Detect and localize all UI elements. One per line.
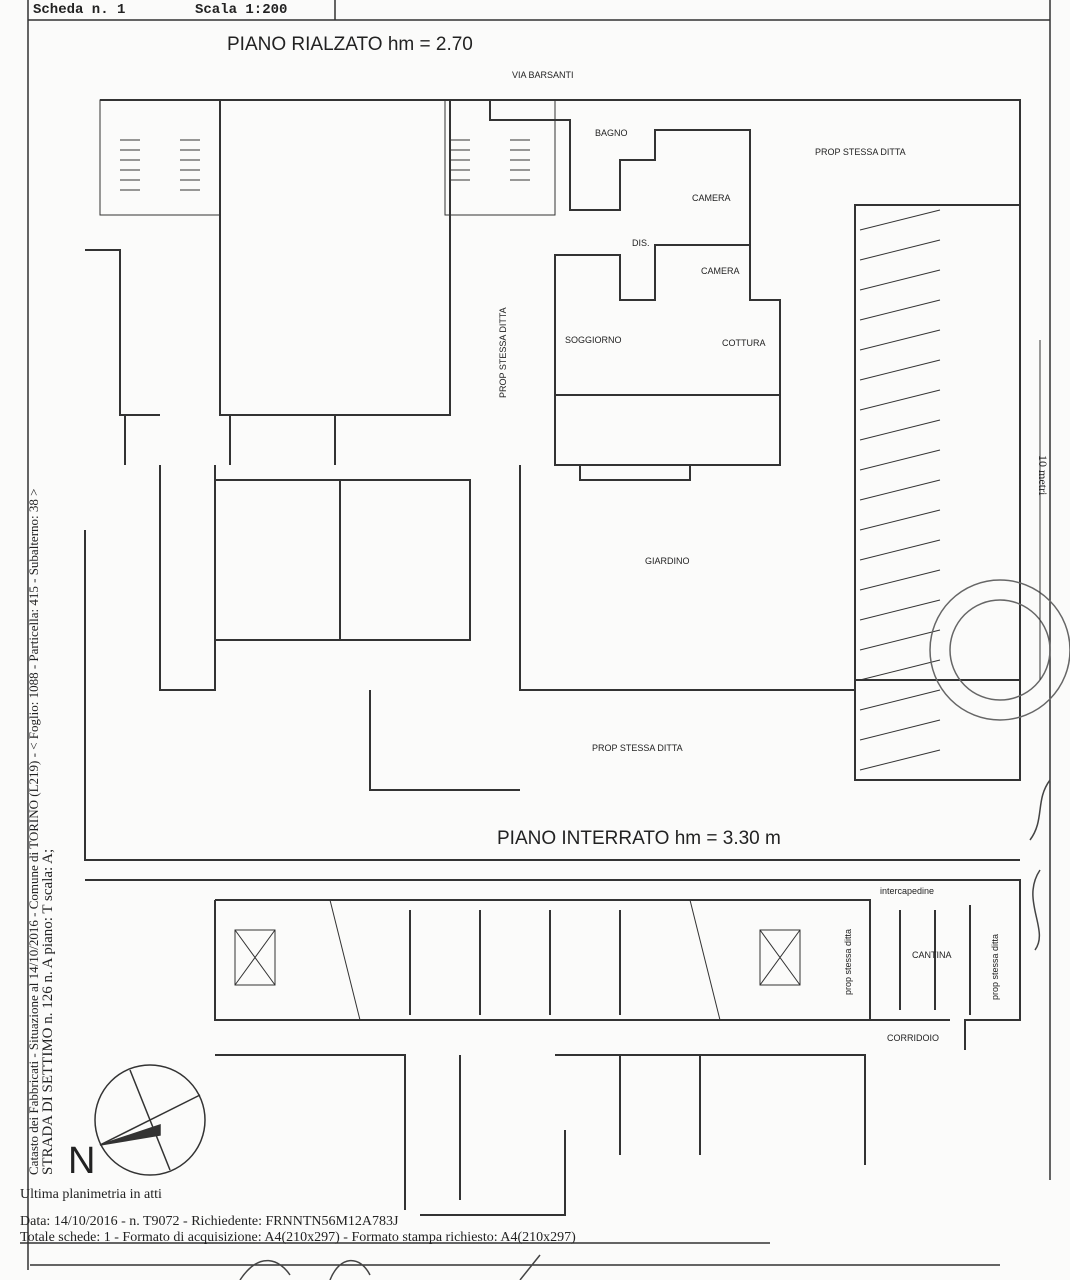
request-data: Data: 14/10/2016 - n. T9072 - Richiedent…: [20, 1214, 399, 1229]
prop-bottom-label: PROP STESSA DITTA: [592, 743, 683, 753]
upper-floor-walls: [84, 99, 1021, 861]
lower-floor-title: PIANO INTERRATO hm = 3.30 m: [497, 828, 781, 849]
north-label: N: [68, 1140, 96, 1182]
prop-cellar-label-2: prop stessa ditta: [990, 933, 1000, 1000]
sheet-number: Scheda n. 1: [33, 2, 126, 18]
stair-hatching: [120, 139, 941, 771]
giardino-label: GIARDINO: [645, 556, 690, 566]
last-plan-note: Ultima planimetria in atti: [20, 1187, 162, 1202]
format-info: Totale schede: 1 - Formato di acquisizio…: [20, 1230, 576, 1245]
upper-floor-title: PIANO RIALZATO hm = 2.70: [227, 34, 473, 55]
notary-stamp: [929, 579, 1070, 721]
frame: [20, 0, 1051, 1270]
north-arrow: [94, 1064, 206, 1176]
room-dis: DIS.: [632, 238, 650, 248]
room-camera-1: CAMERA: [692, 193, 731, 203]
room-soggiorno: SOGGIORNO: [565, 335, 622, 345]
intercapedine-label: intercapedine: [880, 886, 935, 896]
street-label: VIA BARSANTI: [512, 70, 574, 80]
room-bagno: BAGNO: [595, 128, 628, 138]
prop-vertical-label: PROP STESSA DITTA: [498, 307, 508, 398]
address-line: STRADA DI SETTIMO n. 126 n. A piano: T s…: [40, 848, 56, 1175]
prop-cellar-label-1: prop stessa ditta: [843, 928, 853, 995]
scale-label: Scala 1:200: [195, 2, 288, 18]
basement-walls: [85, 879, 1021, 1216]
cantina-label: CANTINA: [912, 950, 952, 960]
room-camera-2: CAMERA: [701, 266, 740, 276]
room-cottura: COTTURA: [722, 338, 766, 348]
prop-top-label: PROP STESSA DITTA: [815, 147, 906, 157]
corridoio-label: CORRIDOIO: [887, 1033, 940, 1043]
signatures: [239, 779, 1051, 1280]
scale-bar-label: 10 metri: [1036, 455, 1050, 496]
